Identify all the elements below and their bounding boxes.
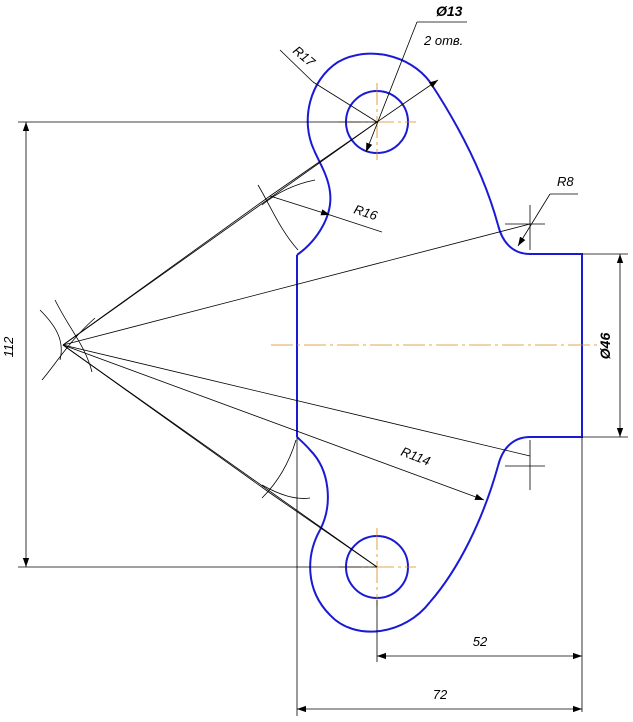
dimension-52: 52 <box>376 437 583 712</box>
dimension-r8: R8 <box>517 174 578 247</box>
construction-lines <box>39 121 545 568</box>
svg-text:Ø13: Ø13 <box>436 3 463 19</box>
hole-callout: Ø13 2 отв. <box>365 3 467 153</box>
slot-diameter-symbol: Ø <box>597 347 613 359</box>
dimension-72: 72 <box>296 437 582 716</box>
width-total-label: 72 <box>433 687 448 702</box>
hole-diameter-label: 13 <box>447 3 463 19</box>
slot-width-label: 46 <box>597 333 613 350</box>
part-contour <box>296 52 583 633</box>
dimension-r114: R114 <box>62 344 485 501</box>
dimension-r16: R16 <box>269 195 383 233</box>
dimension-height: 112 <box>1 121 377 568</box>
width-inner-label: 52 <box>473 634 488 649</box>
dimension-slot: Ø46 <box>582 253 628 438</box>
radius-concave-label: R16 <box>352 202 380 224</box>
hole-diameter-symbol: Ø <box>436 3 448 19</box>
svg-text:Ø46: Ø46 <box>597 333 613 360</box>
radius-top-label: R17 <box>290 43 319 70</box>
radius-large-label: R114 <box>399 444 432 469</box>
height-label: 112 <box>1 336 16 357</box>
hole-count-label: 2 отв. <box>423 33 463 48</box>
radius-fillet-label: R8 <box>557 174 574 189</box>
